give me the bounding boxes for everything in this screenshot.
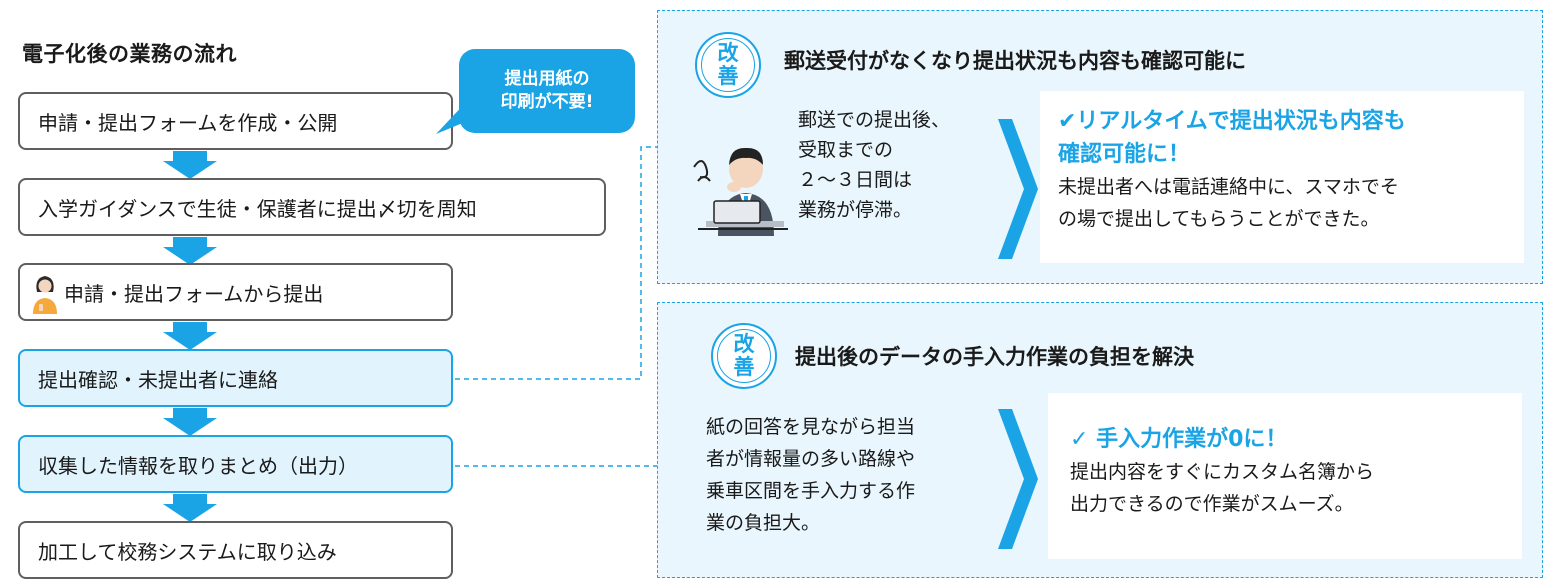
panel-title: 提出後のデータの手入力作業の負担を解決 bbox=[795, 345, 1194, 369]
result-box: ✓ 手入力作業が0に！ 提出内容をすぐにカスタム名簿から 出力できるので作業がス… bbox=[1048, 393, 1522, 559]
person-icon bbox=[33, 276, 57, 314]
improvement-panel-manual-entry: 改 善 提出後のデータの手入力作業の負担を解決 紙の回答を見ながら担当 者が情報… bbox=[657, 302, 1543, 578]
result-headline-line: 確認可能に！ bbox=[1058, 142, 1191, 167]
problem-line: 紙の回答を見ながら担当 bbox=[706, 416, 916, 438]
result-body: 未提出者へは電話連絡中に、スマホでそ の場で提出してもらうことができた。 bbox=[1058, 171, 1506, 235]
problem-line: 業の負担大。 bbox=[706, 512, 821, 534]
result-headline: ✔リアルタイムで提出状況も内容も 確認可能に！ bbox=[1058, 105, 1506, 171]
result-headline-line: ✓ 手入力作業が0に！ bbox=[1070, 427, 1288, 452]
chevron-right-icon bbox=[998, 409, 1038, 549]
flow-title: 電子化後の業務の流れ bbox=[22, 42, 237, 66]
improvement-badge: 改 善 bbox=[711, 323, 777, 389]
badge-char: 改 bbox=[733, 332, 755, 356]
callout-bubble: 提出用紙の 印刷が不要! bbox=[459, 49, 635, 133]
flow-step-compile-output: 収集した情報を取りまとめ（出力） bbox=[18, 435, 453, 493]
result-body-line: 提出内容をすぐにカスタム名簿から bbox=[1070, 461, 1375, 483]
flow-step-label: 加工して校務システムに取り込み bbox=[38, 539, 337, 564]
problem-line: 業務が停滞。 bbox=[798, 199, 913, 221]
flow-step-label: 申請・提出フォームから提出 bbox=[64, 281, 324, 306]
problem-line: 乗車区間を手入力する作 bbox=[706, 480, 916, 502]
badge-char: 善 bbox=[717, 64, 739, 88]
result-headline: ✓ 手入力作業が0に！ bbox=[1070, 423, 1500, 456]
result-body-line: 未提出者へは電話連絡中に、スマホでそ bbox=[1058, 176, 1399, 198]
problem-line: 郵送での提出後、 bbox=[798, 109, 951, 131]
flow-step-import-system: 加工して校務システムに取り込み bbox=[18, 521, 453, 579]
improvement-badge: 改 善 bbox=[695, 32, 761, 98]
flow-step-submit: 申請・提出フォームから提出 bbox=[18, 263, 453, 321]
down-arrow-icon bbox=[163, 494, 217, 522]
problem-text: 郵送での提出後、 受取までの ２～３日間は 業務が停滞。 bbox=[798, 105, 950, 225]
flow-step-notify-deadline: 入学ガイダンスで生徒・保護者に提出〆切を周知 bbox=[18, 178, 606, 236]
callout-line: 印刷が不要! bbox=[500, 92, 594, 112]
down-arrow-icon bbox=[163, 151, 217, 179]
problem-line: ２～３日間は bbox=[798, 169, 913, 191]
result-body-line: の場で提出してもらうことができた。 bbox=[1058, 208, 1380, 230]
down-arrow-icon bbox=[163, 408, 217, 436]
flow-step-label: 入学ガイダンスで生徒・保護者に提出〆切を周知 bbox=[38, 196, 477, 221]
panel-title: 郵送受付がなくなり提出状況も内容も確認可能に bbox=[784, 49, 1246, 73]
chevron-right-icon bbox=[998, 119, 1038, 259]
result-box: ✔リアルタイムで提出状況も内容も 確認可能に！ 未提出者へは電話連絡中に、スマホ… bbox=[1040, 91, 1524, 263]
badge-char: 善 bbox=[733, 355, 755, 379]
problem-line: 受取までの bbox=[798, 139, 894, 161]
down-arrow-icon bbox=[163, 322, 217, 350]
badge-char: 改 bbox=[717, 41, 739, 65]
flow-step-label: 収集した情報を取りまとめ（出力） bbox=[38, 453, 358, 478]
problem-text: 紙の回答を見ながら担当 者が情報量の多い路線や 乗車区間を手入力する作 業の負担… bbox=[706, 411, 915, 539]
down-arrow-icon bbox=[163, 237, 217, 265]
result-headline-line: ✔リアルタイムで提出状況も内容も bbox=[1058, 109, 1406, 134]
flow-step-create-form: 申請・提出フォームを作成・公開 bbox=[18, 92, 453, 150]
improvement-panel-mail: 改 善 郵送受付がなくなり提出状況も内容も確認可能に 郵送での提出後、 受取まで… bbox=[657, 10, 1543, 284]
result-body-line: 出力できるので作業がスムーズ。 bbox=[1070, 493, 1354, 515]
flow-step-label: 提出確認・未提出者に連絡 bbox=[38, 367, 278, 392]
worried-worker-icon bbox=[693, 147, 788, 236]
callout-line: 提出用紙の bbox=[504, 69, 590, 89]
problem-line: 者が情報量の多い路線や bbox=[706, 448, 916, 470]
flow-step-label: 申請・提出フォームを作成・公開 bbox=[38, 110, 338, 135]
flow-step-confirm-contact: 提出確認・未提出者に連絡 bbox=[18, 349, 453, 407]
result-body: 提出内容をすぐにカスタム名簿から 出力できるので作業がスムーズ。 bbox=[1070, 456, 1500, 520]
